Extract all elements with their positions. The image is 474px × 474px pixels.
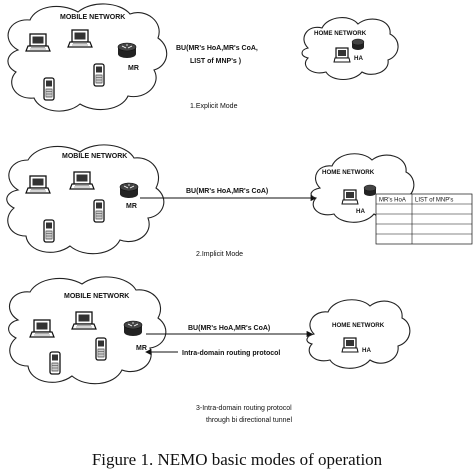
message: BU(MR's HoA,MR's CoA) xyxy=(186,188,268,195)
mode-label: 2.Implicit Mode xyxy=(196,251,243,258)
home-network-label: HOME NETWORK xyxy=(332,322,385,329)
message-line2: LIST of MNP's ) xyxy=(190,58,241,65)
router-label: MR xyxy=(126,203,137,210)
router-icon xyxy=(363,184,377,197)
home-network-cloud-3 xyxy=(306,299,411,369)
home-agent-label: HA xyxy=(354,55,363,62)
laptop-icon xyxy=(29,319,55,338)
home-agent-computer-icon xyxy=(333,47,351,63)
mobile-phone-icon xyxy=(93,199,105,223)
mobile-phone-icon xyxy=(95,337,107,361)
mode-label-line1: 3-Intra-domain routing protocol xyxy=(196,405,292,412)
mobile-phone-icon xyxy=(93,63,105,87)
mobile-phone-icon xyxy=(49,351,61,375)
laptop-icon xyxy=(71,311,97,330)
mobile-network-label: MOBILE NETWORK xyxy=(60,14,125,21)
router-label: MR xyxy=(136,345,147,352)
nemo-figure: MOBILE NETWORK MR BU(MR's HoA,MR's CoA, … xyxy=(6,3,473,424)
router-label: MR xyxy=(128,65,139,72)
router-icon xyxy=(351,38,365,51)
mode-label: 1.Explicit Mode xyxy=(190,103,238,110)
router-icon xyxy=(119,182,139,199)
router-icon xyxy=(117,42,137,59)
home-agent-computer-icon xyxy=(341,337,359,353)
mobile-network-label: MOBILE NETWORK xyxy=(62,153,127,160)
message-line1: BU(MR's HoA,MR's CoA, xyxy=(176,45,258,52)
home-network-label: HOME NETWORK xyxy=(314,30,367,37)
laptop-icon xyxy=(25,175,51,194)
message1: BU(MR's HoA,MR's CoA) xyxy=(188,325,270,332)
laptop-icon xyxy=(69,171,95,190)
home-agent-computer-icon xyxy=(341,189,359,205)
laptop-icon xyxy=(67,29,93,48)
laptop-icon xyxy=(25,33,51,52)
table-header-mnp: LIST of MNP's xyxy=(415,198,453,204)
home-network-label: HOME NETWORK xyxy=(322,169,375,176)
mobile-phone-icon xyxy=(43,219,55,243)
home-agent-label: HA xyxy=(362,347,371,354)
figure-caption: Figure 1. NEMO basic modes of operation xyxy=(91,450,383,469)
mobile-network-cloud-2 xyxy=(6,144,165,255)
mobile-network-cloud-3 xyxy=(8,276,167,385)
router-icon xyxy=(123,320,143,337)
message2: Intra-domain routing protocol xyxy=(182,350,280,357)
table-header-hoa: MR's HoA xyxy=(379,198,406,204)
home-network-cloud-1 xyxy=(301,17,399,81)
mobile-network-label: MOBILE NETWORK xyxy=(64,293,129,300)
binding-table: MR's HoA LIST of MNP's xyxy=(375,193,473,245)
mobile-phone-icon xyxy=(43,77,55,101)
home-agent-label: HA xyxy=(356,208,365,215)
mode-label-line2: through bi directional tunnel xyxy=(206,417,292,424)
